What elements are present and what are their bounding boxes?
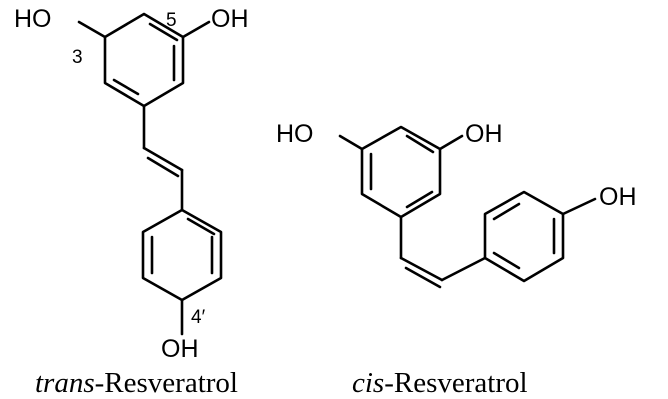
trans-double-bond-linker	[142, 104, 184, 212]
trans-name-suffix: -Resveratrol	[95, 367, 238, 399]
trans-resveratrol-name: trans-Resveratrol	[35, 367, 238, 399]
cis-resveratrol-name: cis-Resveratrol	[352, 367, 528, 399]
cis-bond-left-oh	[338, 134, 364, 151]
trans-resveratrol-structure: HO OH 3 5 4′ OH	[14, 5, 249, 363]
trans-bond-5-oh	[181, 20, 211, 39]
cis-phenol-ring	[483, 190, 565, 283]
cis-name-prefix: cis	[352, 367, 384, 399]
cis-resorcinol-ring	[360, 125, 442, 219]
cis-double-bond-linker	[399, 215, 487, 289]
trans-phenol-ring	[141, 208, 223, 302]
cis-bond-para-oh	[561, 197, 597, 216]
cis-name-suffix: -Resveratrol	[384, 367, 527, 399]
trans-name-prefix: trans	[35, 367, 95, 399]
trans-bond-3-oh	[77, 20, 107, 39]
cis-hydroxyl-label-para: OH	[599, 183, 637, 211]
cis-hydroxyl-label-right: OH	[465, 120, 503, 148]
trans-hydroxyl-label-right: OH	[211, 5, 249, 33]
trans-position-5-label: 5	[166, 10, 177, 31]
trans-hydroxyl-label-bottom: OH	[161, 335, 199, 363]
cis-resveratrol-structure: HO OH OH	[276, 120, 637, 289]
cis-hydroxyl-label-left: HO	[276, 120, 314, 148]
cis-bond-right-oh	[438, 134, 464, 151]
trans-position-4prime-label: 4′	[191, 307, 206, 328]
trans-hydroxyl-label-left: HO	[14, 5, 52, 33]
trans-position-3-label: 3	[72, 47, 83, 68]
